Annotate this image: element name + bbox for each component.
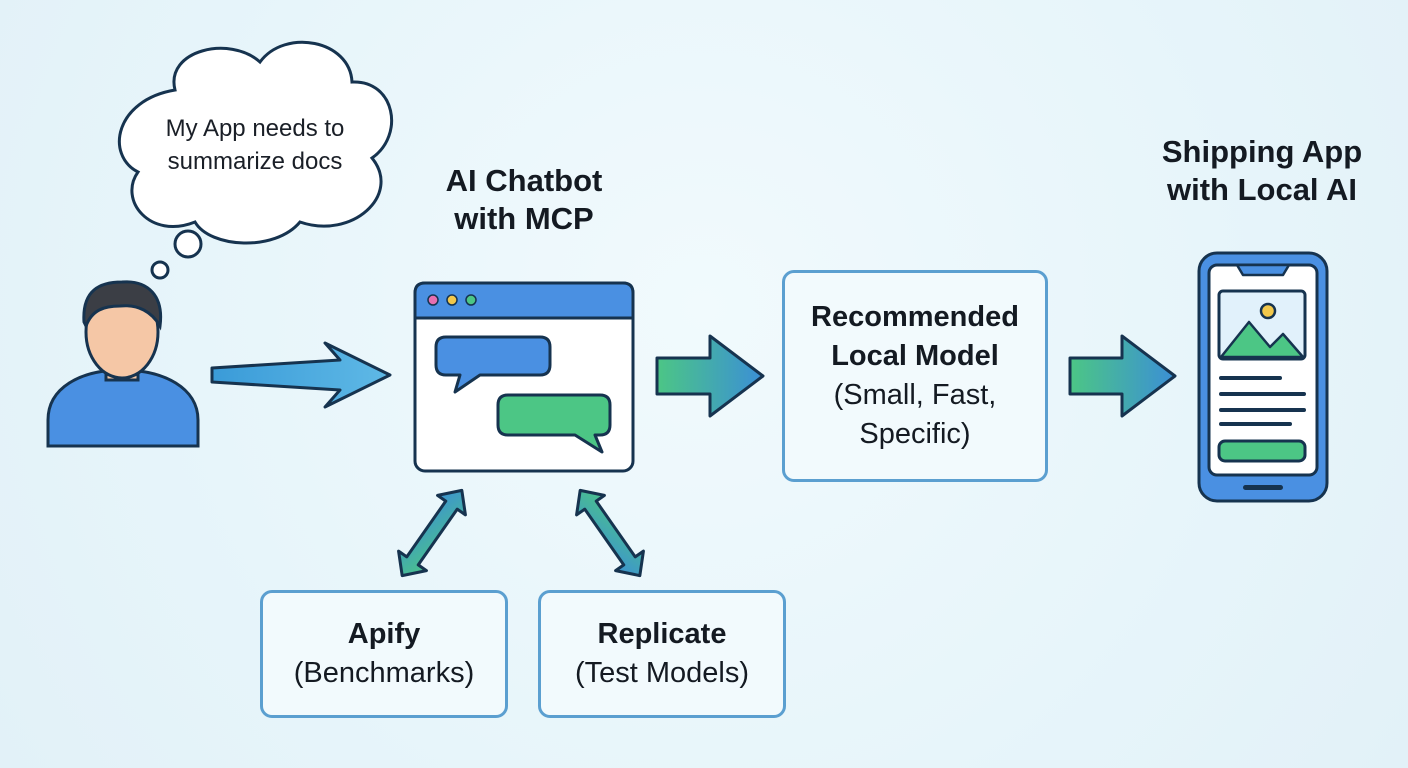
phone-home-bar — [1243, 485, 1283, 490]
arrow-chatbot-apify — [397, 488, 467, 578]
apify-name: Apify — [347, 617, 421, 650]
thought-cloud — [117, 40, 394, 280]
window-dot-pink — [427, 294, 439, 306]
thought-bubble-small — [150, 260, 170, 280]
arrow-chatbot-to-model — [655, 334, 765, 418]
window-dot-green — [465, 294, 477, 306]
recommended-line-1: Recommended — [811, 300, 1019, 333]
thought-line-1: My App needs to — [165, 115, 345, 142]
arrow-user-to-chatbot — [210, 341, 392, 409]
chatbot-title: AI Chatbot with MCP — [400, 162, 648, 238]
user-icon — [46, 280, 200, 448]
thought-bubble-large — [173, 229, 203, 259]
thought-line-2: summarize docs — [167, 148, 343, 176]
chatbot-title-line-1: AI Chatbot — [445, 163, 603, 198]
shipping-title-line-1: Shipping App — [1161, 134, 1363, 169]
image-icon — [1217, 289, 1307, 361]
window-dot-yellow — [446, 294, 458, 306]
phone-green-button — [1217, 439, 1307, 463]
replicate-name: Replicate — [597, 617, 727, 650]
chat-bubble-blue — [434, 335, 552, 394]
thought-text: My App needs to summarize docs — [135, 112, 375, 178]
apify-detail: (Benchmarks) — [293, 657, 475, 689]
arrow-chatbot-replicate — [575, 488, 645, 578]
chatbot-title-line-2: with MCP — [454, 200, 594, 236]
recommended-line-4: Specific) — [859, 418, 971, 451]
replicate-box: Replicate (Test Models) — [538, 590, 786, 718]
apify-box: Apify (Benchmarks) — [260, 590, 508, 718]
shipping-title: Shipping App with Local AI — [1130, 133, 1394, 209]
phone-app-icon — [1197, 251, 1329, 503]
recommended-line-2: Local Model — [831, 339, 999, 372]
recommended-line-3: (Small, Fast, — [833, 379, 997, 411]
recommended-model-box: Recommended Local Model (Small, Fast, Sp… — [782, 270, 1048, 482]
phone-notch — [1235, 263, 1291, 277]
chat-window-icon — [413, 281, 635, 473]
shipping-title-line-2: with Local AI — [1166, 171, 1358, 207]
chat-bubble-green — [496, 393, 612, 454]
arrow-model-to-app — [1068, 334, 1177, 418]
replicate-detail: (Test Models) — [574, 657, 750, 689]
